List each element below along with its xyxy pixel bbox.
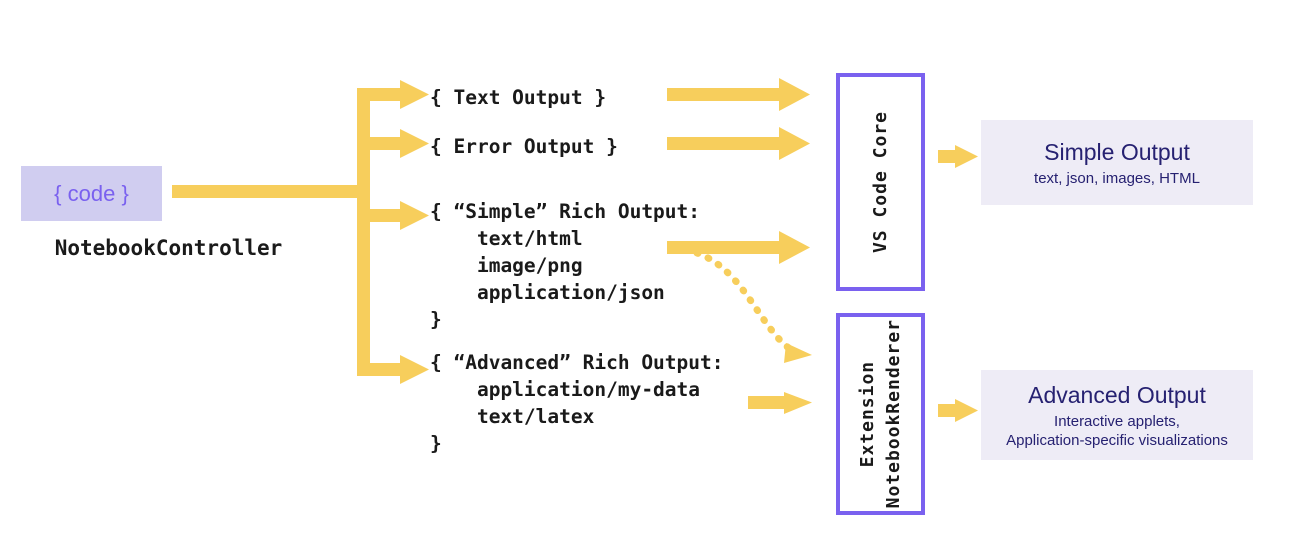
branch-trunk [172, 88, 370, 376]
output-block-simple-rich-output: { “Simple” Rich Output: text/html image/… [430, 200, 701, 331]
simple-output-subtitle: text, json, images, HTML [1034, 169, 1200, 187]
simple-output-title: Simple Output [1044, 138, 1190, 165]
code-box-label: { code } [54, 180, 129, 206]
vs-code-core-box[interactable]: VS Code Core [836, 73, 925, 291]
notebook-renderer-box[interactable]: Extension NotebookRenderer [836, 313, 925, 515]
notebook-renderer-label: Extension NotebookRenderer [856, 319, 904, 509]
branch-arrow-text-output [357, 80, 429, 109]
branch-arrow-advanced-rich-output [357, 355, 429, 384]
arrow-advanced-to-renderer [748, 392, 812, 414]
simple-output-card[interactable]: Simple Output text, json, images, HTML [981, 120, 1253, 205]
output-block-text-output: { Text Output } [430, 86, 607, 109]
notebook-controller-label: NotebookController [54, 236, 283, 260]
arrow-core-to-simple-output [938, 145, 978, 168]
output-block-error-output: { Error Output } [430, 135, 618, 158]
dotted-arrow-simple-to-renderer [693, 249, 812, 363]
arrow-text-to-core [667, 78, 810, 111]
code-box[interactable]: { code } [21, 166, 162, 221]
advanced-output-card[interactable]: Advanced Output Interactive applets, App… [981, 370, 1253, 460]
branch-arrow-simple-rich-output [357, 201, 429, 230]
vs-code-core-label: VS Code Core [869, 110, 891, 254]
arrow-renderer-to-advanced-output [938, 399, 978, 422]
advanced-output-title: Advanced Output [1028, 381, 1206, 408]
advanced-output-subtitle: Interactive applets, Application-specifi… [1006, 412, 1228, 449]
output-block-advanced-rich-output: { “Advanced” Rich Output: application/my… [430, 351, 724, 455]
arrow-error-to-core [667, 127, 810, 160]
branch-arrow-error-output [357, 129, 429, 158]
